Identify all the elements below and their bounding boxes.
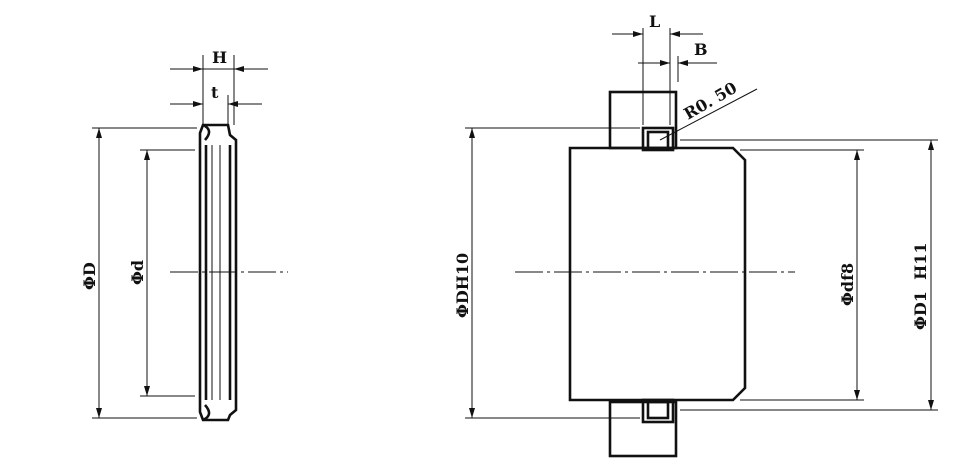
seal-view: H t ΦD Φd — [80, 48, 288, 422]
shaft — [568, 146, 747, 402]
dimension-D — [92, 127, 197, 419]
label-radius: R0. 50 — [681, 78, 741, 123]
groove-bottom — [641, 398, 675, 424]
dimension-H-t — [170, 55, 268, 125]
dimension-groove — [680, 139, 938, 411]
assembly-view: L B R0. 50 ΦDH10 Φdf8 ΦD1 H11 — [453, 12, 938, 458]
label-L: L — [649, 12, 660, 31]
label-groove: ΦD1 H11 — [911, 243, 930, 330]
label-bore: ΦDH10 — [453, 253, 472, 318]
label-D: ΦD — [80, 262, 99, 290]
dimension-d — [140, 149, 195, 397]
dimension-L-B — [612, 28, 717, 125]
label-d: Φd — [128, 260, 147, 285]
label-shaft: Φdf8 — [838, 263, 857, 306]
dimension-bore — [465, 127, 640, 419]
radius-leader-line — [659, 88, 758, 141]
label-H: H — [212, 48, 227, 67]
dimension-shaft — [740, 149, 864, 401]
label-B: B — [694, 40, 708, 59]
label-t: t — [211, 83, 219, 102]
